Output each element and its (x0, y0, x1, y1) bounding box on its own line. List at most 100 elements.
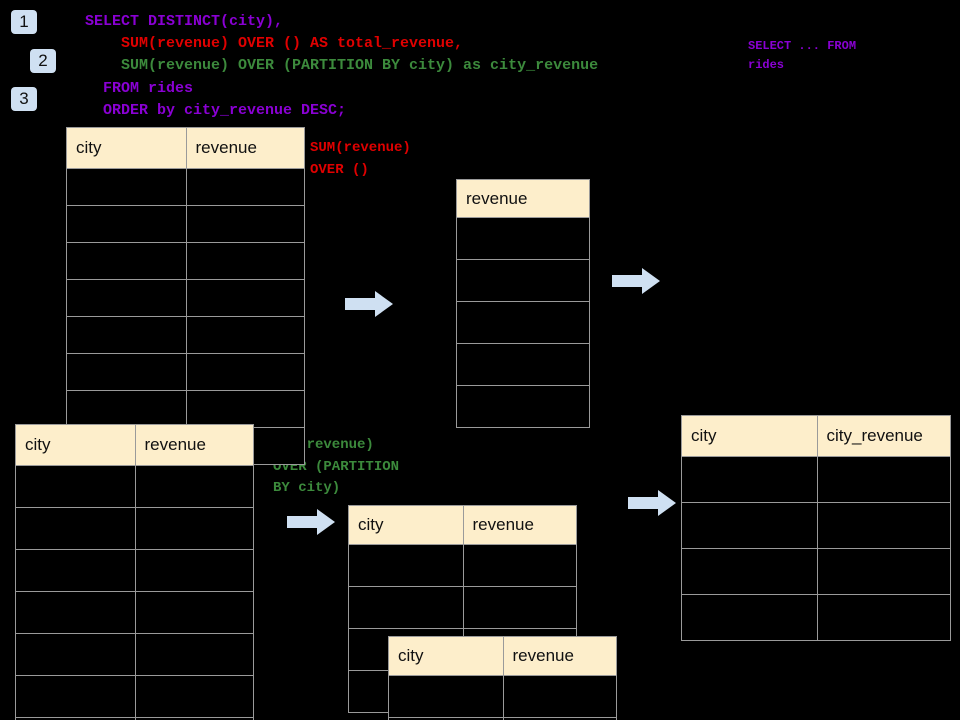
column-header-revenue: revenue (456, 179, 590, 218)
step-badge-2[interactable]: 2 (30, 49, 56, 73)
sql-line-from-rides: FROM rides (103, 80, 194, 97)
table-cell (388, 717, 504, 720)
table-row (681, 502, 951, 549)
table-header-row: city revenue (15, 424, 254, 466)
table-cell (134, 465, 254, 508)
table-row (681, 548, 951, 595)
table-row (681, 456, 951, 503)
column-header-city: city (681, 415, 818, 457)
table-cell (185, 316, 305, 354)
table-cell (15, 549, 136, 592)
table-row (681, 594, 951, 641)
sql-line-sum-over-partition: SUM(revenue) OVER (PARTITION BY city) as… (121, 57, 599, 74)
table-cell (134, 507, 254, 550)
table-cell (185, 205, 305, 243)
step-badge-1[interactable]: 1 (11, 10, 37, 34)
partition-group-table-2: city revenue (388, 636, 617, 720)
table-cell (66, 353, 187, 391)
table-row (456, 343, 590, 386)
table-header-row: city city_revenue (681, 415, 951, 457)
sql-line-select-distinct: SELECT DISTINCT(city), (85, 13, 284, 30)
column-header-revenue: revenue (134, 424, 254, 466)
table-row (15, 465, 254, 508)
table-cell (15, 675, 136, 718)
annotation-select-from-rides: SELECT ... FROM rides (748, 39, 857, 72)
sql-line-sum-over-empty: SUM(revenue) OVER () AS total_revenue, (121, 35, 464, 52)
table-cell (816, 456, 951, 503)
table-row (348, 544, 577, 587)
city-revenue-result-table: city city_revenue (681, 415, 951, 641)
column-header-city: city (348, 505, 464, 545)
table-cell (681, 456, 818, 503)
column-header-city: city (15, 424, 136, 466)
table-cell (15, 465, 136, 508)
table-cell (134, 675, 254, 718)
table-row (456, 217, 590, 260)
table-row (66, 390, 305, 428)
table-row (66, 279, 305, 317)
arrow-right-icon-source-to-partition (287, 509, 335, 535)
table-row (456, 385, 590, 428)
table-row (456, 259, 590, 302)
table-cell (66, 205, 187, 243)
table-cell (456, 385, 590, 428)
column-header-city-revenue: city_revenue (816, 415, 951, 457)
table-cell (15, 633, 136, 676)
table-cell (66, 279, 187, 317)
table-header-row: city revenue (388, 636, 617, 676)
partition-source-table: city revenue (15, 424, 254, 720)
column-header-city: city (66, 127, 187, 169)
table-cell (681, 502, 818, 549)
step-badge-3[interactable]: 3 (11, 87, 37, 111)
table-cell (134, 549, 254, 592)
table-cell (15, 717, 136, 720)
table-row (456, 301, 590, 344)
column-header-revenue: revenue (502, 636, 617, 676)
arrow-right-icon-source-to-total (345, 291, 393, 317)
table-row (66, 205, 305, 243)
table-cell (185, 242, 305, 280)
table-cell (348, 544, 464, 587)
table-cell (66, 316, 187, 354)
table-cell (502, 717, 617, 720)
table-cell (348, 586, 464, 629)
table-header-row: city revenue (348, 505, 577, 545)
table-row (388, 675, 617, 718)
table-cell (462, 586, 577, 629)
sql-line-order-by: ORDER by city_revenue DESC; (103, 102, 347, 119)
table-cell (134, 633, 254, 676)
table-cell (15, 591, 136, 634)
table-header-row: city revenue (66, 127, 305, 169)
table-cell (134, 591, 254, 634)
table-cell (456, 301, 590, 344)
table-cell (816, 548, 951, 595)
table-cell (681, 594, 818, 641)
table-row (15, 507, 254, 550)
table-cell (66, 168, 187, 206)
table-cell (185, 279, 305, 317)
rides-source-table: city revenue (66, 127, 305, 465)
total-revenue-table: revenue (456, 179, 590, 428)
table-row (66, 168, 305, 206)
table-row (15, 717, 254, 720)
table-row (66, 242, 305, 280)
table-cell (185, 353, 305, 391)
column-header-city: city (388, 636, 504, 676)
table-cell (456, 343, 590, 386)
annotation-sum-over-empty: SUM(revenue) OVER () (310, 140, 411, 178)
table-cell (502, 675, 617, 718)
table-cell (185, 390, 305, 428)
arrow-right-icon-partition-to-result (628, 490, 676, 516)
table-header-row: revenue (456, 179, 590, 218)
table-row (348, 586, 577, 629)
table-cell (456, 217, 590, 260)
table-row (66, 353, 305, 391)
table-cell (816, 502, 951, 549)
table-row (15, 633, 254, 676)
table-row (15, 591, 254, 634)
table-cell (15, 507, 136, 550)
table-cell (681, 548, 818, 595)
table-cell (66, 242, 187, 280)
arrow-right-icon-total-to-result (612, 268, 660, 294)
